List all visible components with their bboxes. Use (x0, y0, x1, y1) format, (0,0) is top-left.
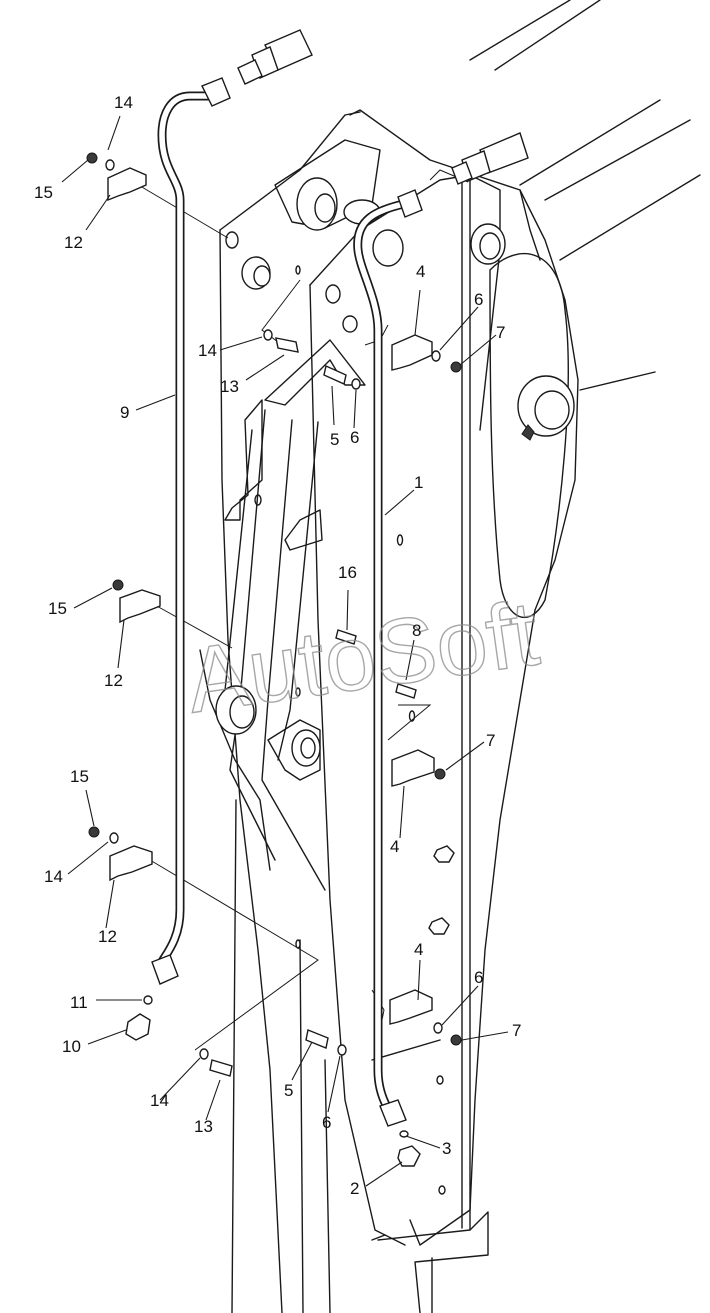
callout-6: 6 (474, 290, 483, 309)
pipe-9 (151, 77, 231, 985)
callout-7: 7 (486, 731, 495, 750)
callout-7: 7 (512, 1021, 521, 1040)
callout-9: 9 (120, 403, 129, 422)
callout-4: 4 (416, 262, 425, 281)
callout-13: 13 (220, 377, 239, 396)
callout-labels: 14 15 12 14 13 9 4 6 7 5 6 1 16 8 15 12 … (34, 93, 521, 1198)
callout-15: 15 (48, 599, 67, 618)
callout-2: 2 (350, 1179, 359, 1198)
callout-14: 14 (44, 867, 63, 886)
callout-10: 10 (62, 1037, 81, 1056)
callout-3: 3 (442, 1139, 451, 1158)
callout-14: 14 (114, 93, 133, 112)
callout-6: 6 (474, 968, 483, 987)
callout-5: 5 (284, 1081, 293, 1100)
callout-7: 7 (496, 323, 505, 342)
callout-16: 16 (338, 563, 357, 582)
callout-15: 15 (70, 767, 89, 786)
callout-4: 4 (390, 837, 399, 856)
upper-hose-fittings (237, 29, 529, 185)
callout-5: 5 (330, 430, 339, 449)
callout-12: 12 (104, 671, 123, 690)
small-parts (86, 152, 462, 1167)
watermark-text: AutoSoft (181, 582, 545, 732)
callout-6: 6 (322, 1113, 331, 1132)
arm-structure (199, 0, 701, 1313)
callout-14: 14 (150, 1091, 169, 1110)
pipe-1 (353, 189, 423, 1127)
callout-12: 12 (64, 233, 83, 252)
callout-4: 4 (414, 940, 423, 959)
callout-13: 13 (194, 1117, 213, 1136)
callout-8: 8 (412, 621, 421, 640)
callout-6: 6 (350, 428, 359, 447)
callout-14: 14 (198, 341, 217, 360)
callout-11: 11 (70, 993, 88, 1012)
leader-lines (61, 115, 509, 1187)
callout-12: 12 (98, 927, 117, 946)
callout-1: 1 (414, 473, 423, 492)
callout-15: 15 (34, 183, 53, 202)
